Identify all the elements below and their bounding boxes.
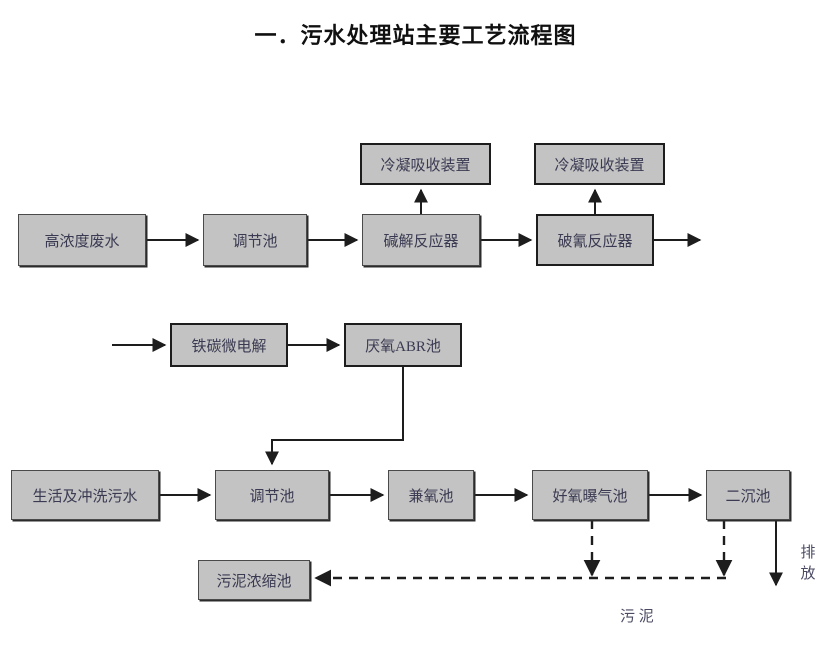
- node-cyanide-breaking-reactor[interactable]: 破氰反应器: [536, 214, 654, 266]
- node-condensation-absorption-unit-1[interactable]: 冷凝吸收装置: [360, 143, 491, 185]
- node-alkaline-hydrolysis-reactor[interactable]: 碱解反应器: [362, 214, 480, 266]
- page-title: 一．污水处理站主要工艺流程图: [254, 23, 577, 48]
- node-label: 调节池: [249, 488, 295, 505]
- node-label: 污泥浓缩池: [216, 573, 292, 590]
- node-sludge-thickening-tank[interactable]: 污泥浓缩池: [198, 560, 310, 600]
- node-label: 调节池: [232, 233, 278, 250]
- node-anaerobic-abr-tank[interactable]: 厌氧ABR池: [344, 323, 462, 367]
- node-facultative-tank[interactable]: 兼氧池: [388, 470, 474, 520]
- node-label: 铁碳微电解: [191, 338, 267, 355]
- node-label: 冷凝吸收装置: [554, 157, 645, 174]
- node-label: 高浓度废水: [44, 233, 120, 250]
- node-label: 碱解反应器: [383, 233, 459, 250]
- node-label: 好氧曝气池: [552, 488, 628, 505]
- node-aerobic-aeration-tank[interactable]: 好氧曝气池: [532, 470, 648, 520]
- node-iron-carbon-micro-electrolysis[interactable]: 铁碳微电解: [170, 323, 288, 367]
- node-label: 二沉池: [725, 488, 771, 505]
- node-label: 兼氧池: [408, 488, 454, 505]
- node-label: 厌氧ABR池: [365, 338, 441, 355]
- node-label: 生活及冲洗污水: [32, 488, 138, 505]
- node-label: 破氰反应器: [557, 233, 633, 250]
- node-condensation-absorption-unit-2[interactable]: 冷凝吸收装置: [534, 143, 665, 185]
- node-regulating-tank-1[interactable]: 调节池: [203, 214, 307, 266]
- label-sludge: 污 泥: [620, 609, 654, 625]
- label-discharge: 排放: [800, 545, 816, 582]
- node-regulating-tank-2[interactable]: 调节池: [215, 470, 329, 520]
- node-secondary-sedimentation-tank[interactable]: 二沉池: [706, 470, 790, 520]
- node-domestic-and-flushing-sewage[interactable]: 生活及冲洗污水: [11, 470, 159, 520]
- edge-n8-n10: [265, 367, 404, 466]
- node-label: 冷凝吸收装置: [380, 157, 471, 174]
- node-high-concentration-wastewater[interactable]: 高浓度废水: [18, 214, 146, 266]
